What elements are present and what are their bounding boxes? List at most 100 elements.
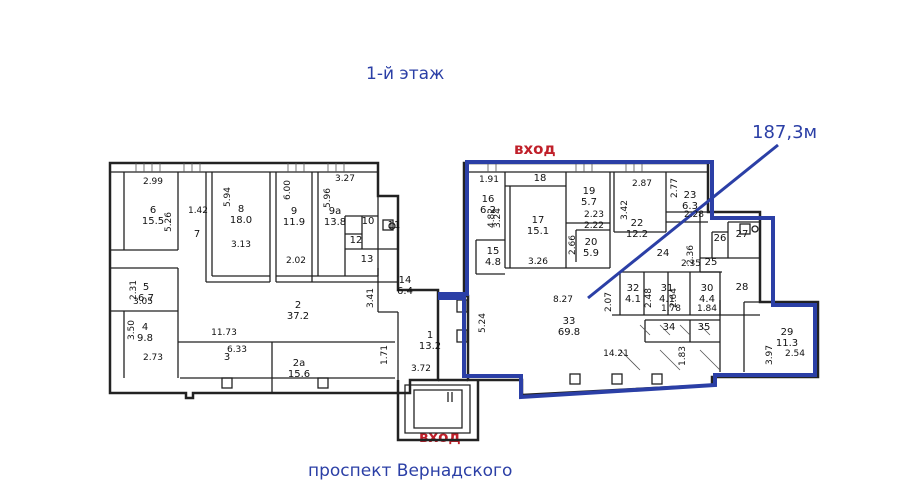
room-number-22: 22 bbox=[631, 218, 644, 229]
dimension-label: 8.27 bbox=[553, 295, 573, 305]
dimension-label: 3.42 bbox=[620, 200, 630, 220]
room-area-32: 4.1 bbox=[625, 294, 641, 305]
street-name: проспект Вернадского bbox=[308, 461, 513, 481]
room-number-32: 32 bbox=[627, 283, 640, 294]
dimension-label: 5.96 bbox=[323, 188, 333, 208]
room-number-1: 1 bbox=[427, 330, 433, 341]
dimension-label: 5.26 bbox=[164, 212, 174, 232]
room-area-31: 4.1 bbox=[659, 294, 675, 305]
room-number-2а: 2а bbox=[293, 358, 306, 369]
dimension-label: 3.24 bbox=[493, 208, 503, 228]
room-area-33: 69.8 bbox=[558, 327, 580, 338]
dimension-label: 2.54 bbox=[785, 349, 805, 359]
room-number-9а: 9а bbox=[329, 206, 342, 217]
room-number-5: 5 bbox=[143, 282, 149, 293]
room-area-29: 11.3 bbox=[776, 338, 798, 349]
dimension-label: 3.26 bbox=[528, 257, 548, 267]
room-number-12: 12 bbox=[350, 235, 363, 246]
dimension-label: 2.64 bbox=[669, 288, 679, 308]
room-area-15: 4.8 bbox=[485, 257, 501, 268]
room-area-1: 13.2 bbox=[419, 341, 441, 352]
entrance-label-top: вход bbox=[514, 140, 556, 158]
room-number-6: 6 bbox=[150, 205, 156, 216]
dimension-label: 1.83 bbox=[678, 346, 688, 366]
room-area-9: 11.9 bbox=[283, 217, 305, 228]
room-number-35: 35 bbox=[698, 322, 711, 333]
room-number-4: 4 bbox=[142, 322, 148, 333]
left-block-walls bbox=[108, 161, 440, 400]
room-number-2: 2 bbox=[295, 300, 301, 311]
dimension-label: 2.36 bbox=[686, 245, 696, 265]
dimension-label: 2.66 bbox=[568, 235, 578, 255]
dimension-label: 2.77 bbox=[670, 178, 680, 198]
room-number-30: 30 bbox=[701, 283, 714, 294]
dimension-label: 2.31 bbox=[129, 280, 139, 300]
dimension-label: 1.78 bbox=[661, 304, 681, 314]
dimension-label: 2.99 bbox=[143, 177, 163, 187]
dimension-label: 5.24 bbox=[478, 313, 488, 333]
room-number-18: 18 bbox=[534, 173, 547, 184]
dimension-label: 5.94 bbox=[223, 187, 233, 207]
room-area-2: 37.2 bbox=[287, 311, 309, 322]
dimension-label: 11.73 bbox=[211, 328, 237, 338]
area-label: 187,3м bbox=[752, 122, 818, 143]
room-number-19: 19 bbox=[583, 186, 596, 197]
dimension-label: 3.05 bbox=[133, 297, 153, 307]
area-pointer-line bbox=[587, 143, 779, 300]
dimension-label: 14.21 bbox=[603, 349, 629, 359]
room-number-11: 11 bbox=[388, 220, 401, 231]
premises-outline bbox=[438, 160, 817, 400]
room-number-3: 3 bbox=[224, 352, 230, 363]
room-number-26: 26 bbox=[714, 233, 727, 244]
room-number-23: 23 bbox=[684, 190, 697, 201]
dimension-label: 4.82 bbox=[487, 208, 497, 228]
room-area-2а: 15.6 bbox=[288, 369, 310, 380]
dimension-label: 2.35 bbox=[681, 259, 701, 269]
room-number-14: 14 bbox=[399, 275, 412, 286]
dimension-label: 2.22 bbox=[584, 221, 604, 231]
dimension-label: 2.73 bbox=[143, 353, 163, 363]
dimension-label: 3.27 bbox=[335, 174, 355, 184]
room-number-15: 15 bbox=[487, 246, 500, 257]
right-block-walls bbox=[462, 161, 820, 397]
room-number-28: 28 bbox=[736, 282, 749, 293]
dimension-label: 2.02 bbox=[286, 256, 306, 266]
room-number-20: 20 bbox=[585, 237, 598, 248]
room-area-22: 12.2 bbox=[626, 229, 648, 240]
room-area-30: 4.4 bbox=[699, 294, 715, 305]
dimension-label: 2.48 bbox=[644, 288, 654, 308]
room-area-20: 5.9 bbox=[583, 248, 599, 259]
dimension-label: 1.42 bbox=[188, 206, 208, 216]
room-number-9: 9 bbox=[291, 206, 297, 217]
dimension-label: 6.33 bbox=[227, 345, 247, 355]
dimension-label: 6.00 bbox=[283, 180, 293, 200]
room-number-29: 29 bbox=[781, 327, 794, 338]
dimension-label: 2.07 bbox=[604, 292, 614, 312]
dimension-label: 3.97 bbox=[765, 345, 775, 365]
room-area-6: 15.5 bbox=[142, 216, 164, 227]
room-number-33: 33 bbox=[563, 316, 576, 327]
dimension-label: 3.72 bbox=[411, 364, 431, 374]
room-area-14: 6.4 bbox=[397, 286, 413, 297]
room-number-17: 17 bbox=[532, 215, 545, 226]
room-number-8: 8 bbox=[238, 204, 244, 215]
dimension-label: 2.28 bbox=[684, 210, 704, 220]
dimension-label: 3.41 bbox=[366, 288, 376, 308]
dimension-label: 1.91 bbox=[479, 175, 499, 185]
floor-title: 1-й этаж bbox=[366, 64, 445, 84]
room-area-4: 9.8 bbox=[137, 333, 153, 344]
room-area-5: 6.7 bbox=[138, 293, 154, 304]
dimension-label: 1.84 bbox=[697, 304, 717, 314]
dimension-label: 3.50 bbox=[127, 320, 137, 340]
room-area-9а: 13.8 bbox=[324, 217, 346, 228]
dimension-label: 3.13 bbox=[231, 240, 251, 250]
room-number-27: 27 bbox=[736, 229, 749, 240]
dimension-label: 2.23 bbox=[584, 210, 604, 220]
room-area-8: 18.0 bbox=[230, 215, 252, 226]
dimension-label: 1.71 bbox=[380, 345, 390, 365]
room-area-23: 6.3 bbox=[682, 201, 698, 212]
room-number-13: 13 bbox=[361, 254, 374, 265]
room-number-25: 25 bbox=[705, 257, 718, 268]
